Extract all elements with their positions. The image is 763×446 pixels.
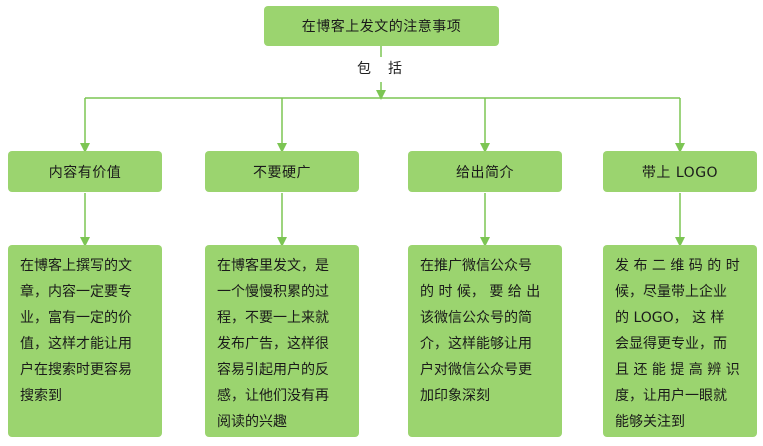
relation-label-char2: 括 [388,58,402,78]
detail-box-1: 在博客上撰写的文 章，内容一定要专 业，富有一定的价 值，这样才能让用 户在搜索… [8,245,162,437]
branch-heading-3: 给出简介 [456,164,514,181]
branch-node-3: 给出简介 [408,151,562,192]
branch-node-1: 内容有价值 [8,151,162,192]
branch-heading-2: 不要硬广 [253,164,311,181]
detail-box-2: 在博客里发文，是 一个慢慢积累的过 程，不要一上来就 发布广告，这样很 容易引起… [205,245,359,437]
relation-label-char1: 包 [357,58,371,78]
branch-node-4: 带上 LOGO [603,151,757,192]
detail-box-3: 在推广微信公众号 的 时 候， 要 给 出 该微信公众号的简 介，这样能够让用 … [408,245,562,437]
detail-box-4: 发 布 二 维 码 的 时 候，尽量带上企业 的 LOGO， 这 样 会显得更专… [603,245,757,437]
root-title: 在博客上发文的注意事项 [301,19,462,35]
root-node: 在博客上发文的注意事项 [264,6,499,46]
branch-node-2: 不要硬广 [205,151,359,192]
branch-heading-1: 内容有价值 [48,164,122,181]
branch-heading-4: 带上 LOGO [641,164,719,181]
